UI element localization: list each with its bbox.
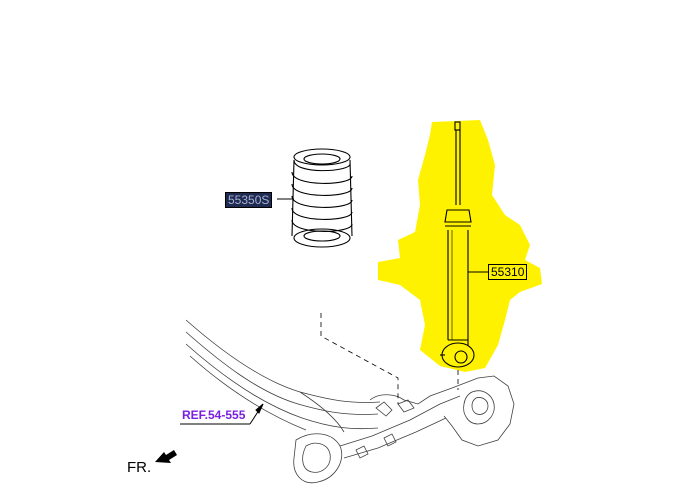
front-arrow-icon [155,450,177,463]
guide-lines [320,313,459,404]
shock-absorber-part-number: 55310 [488,264,528,280]
highlight-area [378,120,542,372]
coil-spring-icon [291,148,353,248]
reference-label: REF.54-555 [182,408,246,422]
shock-absorber-icon [440,121,475,368]
torsion-beam-axle-icon [185,319,515,484]
front-direction-label: FR. [127,459,152,476]
reference-leader [180,403,264,425]
spring-part-number: 55350S [225,192,273,208]
